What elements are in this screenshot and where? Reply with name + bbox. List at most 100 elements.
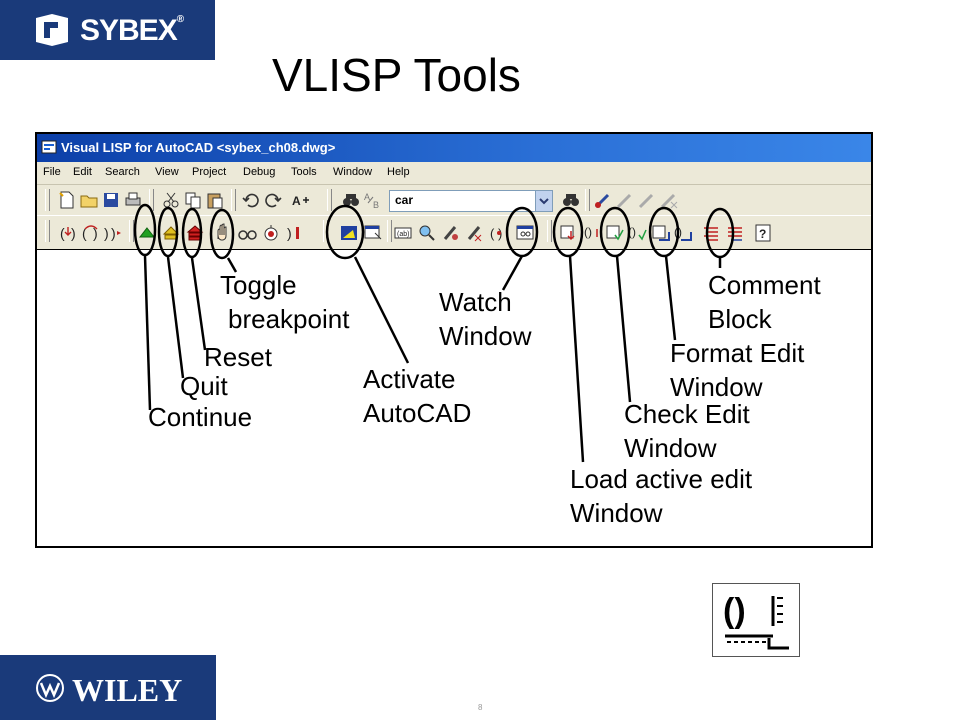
activate-autocad-icon[interactable]: [339, 223, 359, 243]
reset-label: Reset: [204, 342, 272, 372]
toolbar-grip[interactable]: [149, 189, 154, 211]
check-edit-window-icon[interactable]: [605, 223, 625, 243]
menu-debug[interactable]: Debug: [243, 166, 276, 178]
symbol-service-icon[interactable]: [465, 223, 485, 243]
replace-icon[interactable]: AB: [363, 190, 383, 210]
menu-project[interactable]: Project: [192, 166, 227, 178]
search-combo[interactable]: car: [389, 190, 553, 212]
paste-icon[interactable]: [205, 190, 225, 210]
menu-help[interactable]: Help: [387, 166, 410, 178]
toolbar-grip[interactable]: [45, 189, 50, 211]
check-selection-icon[interactable]: (): [627, 223, 647, 243]
window-titlebar: Visual LISP for AutoCAD <sybex_ch08.dwg>: [37, 134, 871, 162]
toolbar-grip[interactable]: [327, 189, 332, 211]
toggle-bookmark-icon[interactable]: [593, 190, 613, 210]
step-out-icon[interactable]: )): [103, 223, 123, 243]
last-break-icon[interactable]: [261, 223, 281, 243]
svg-text:(: (: [60, 225, 65, 241]
debug-toolbar: () () )) ) (ab) ( ) () () () ?: [37, 216, 871, 250]
activate-autocad-label: Activate AutoCAD: [363, 362, 471, 430]
search-combo-value: car: [395, 193, 414, 207]
menu-file[interactable]: File: [43, 166, 61, 178]
load-active-edit-window-icon[interactable]: [559, 223, 579, 243]
menu-search[interactable]: Search: [105, 166, 140, 178]
sybex-header-logo: SYBEX®: [0, 0, 215, 60]
svg-text:): ): [71, 225, 76, 241]
wiley-wordmark: WILEY: [72, 672, 183, 708]
new-file-icon[interactable]: [57, 190, 77, 210]
step-into-icon[interactable]: (): [59, 223, 79, 243]
svg-text:( ): ( ): [490, 226, 502, 241]
continue-icon[interactable]: [137, 223, 157, 243]
menu-window[interactable]: Window: [333, 166, 373, 178]
wiley-footer-logo: WILEY: [0, 655, 216, 720]
add-watch-icon[interactable]: [237, 223, 257, 243]
wiley-emblem-icon: [36, 674, 64, 702]
toolbar-grip[interactable]: [231, 189, 236, 211]
toggle-breakpoint-icon[interactable]: [213, 223, 233, 243]
load-text-icon[interactable]: (ab): [393, 223, 413, 243]
activate-autocad-label-line2: AutoCAD: [363, 398, 472, 428]
check-edit-window-label-line1: Check Edit: [624, 399, 750, 429]
clear-bookmarks-icon[interactable]: [659, 190, 679, 210]
activate-autocad-label-line1: Activate: [363, 364, 456, 394]
copy-icon[interactable]: [183, 190, 203, 210]
svg-text:A: A: [364, 192, 370, 202]
menu-tools[interactable]: Tools: [291, 166, 317, 178]
complete-word-icon[interactable]: A: [291, 190, 311, 210]
svg-text:): ): [104, 225, 109, 241]
slide-title: VLISP Tools: [272, 49, 521, 101]
watch-window-label-line1: Watch: [439, 287, 512, 317]
chevron-down-icon: [539, 198, 549, 205]
svg-text:(): (): [723, 592, 746, 630]
quit-icon[interactable]: [161, 223, 181, 243]
find-icon[interactable]: [341, 190, 361, 210]
check-edit-window-label-line2: Window: [624, 433, 717, 463]
save-icon[interactable]: [101, 190, 121, 210]
window-title: Visual LISP for AutoCAD <sybex_ch08.dwg>: [61, 140, 336, 155]
toolbar-grip[interactable]: [323, 220, 328, 242]
find-toolbar-string-icon[interactable]: [561, 190, 581, 210]
undo-icon[interactable]: [241, 190, 261, 210]
menu-bar: File Edit Search View Project Debug Tool…: [37, 162, 871, 185]
uncomment-block-icon[interactable]: [725, 223, 745, 243]
comment-block-icon[interactable]: [701, 223, 721, 243]
watch-window-icon[interactable]: [515, 223, 535, 243]
reset-icon[interactable]: [185, 223, 205, 243]
redo-icon[interactable]: [263, 190, 283, 210]
menu-view[interactable]: View: [155, 166, 179, 178]
toolbar-grip[interactable]: [547, 220, 552, 242]
load-active-edit-window-label-line1: Load active edit: [570, 464, 753, 494]
format-selection-icon[interactable]: (): [673, 223, 693, 243]
format-edit-window-icon[interactable]: [651, 223, 671, 243]
search-combo-dropdown-button[interactable]: [535, 191, 552, 211]
toolbar-grip[interactable]: [387, 220, 392, 242]
menu-edit[interactable]: Edit: [73, 166, 92, 178]
step-over-icon[interactable]: (): [81, 223, 101, 243]
svg-text:): ): [93, 225, 98, 241]
toolbar-grip[interactable]: [129, 220, 134, 242]
inspect-symbol-icon[interactable]: [441, 223, 461, 243]
sybex-wordmark: SYBEX®: [80, 14, 184, 47]
load-selection-icon[interactable]: (): [583, 223, 603, 243]
parentheses-match-icon[interactable]: ( ): [489, 223, 509, 243]
toolbar-grip[interactable]: [585, 189, 590, 211]
previous-bookmark-icon[interactable]: [637, 190, 657, 210]
visual-lisp-app-icon: [41, 140, 57, 154]
open-file-icon[interactable]: [79, 190, 99, 210]
format-selection-icon: (): [723, 592, 789, 650]
toolbar-grip[interactable]: [45, 220, 50, 242]
cut-icon[interactable]: [161, 190, 181, 210]
apropos-icon[interactable]: [417, 223, 437, 243]
select-window-icon[interactable]: [363, 223, 383, 243]
print-icon[interactable]: [123, 190, 143, 210]
toggle-breakpoint-label-line1: Toggle: [220, 270, 297, 300]
help-icon[interactable]: ?: [753, 223, 773, 243]
inspect-icon[interactable]: ): [285, 223, 305, 243]
svg-text:(: (: [82, 225, 87, 241]
sybex-emblem-icon: [36, 14, 68, 46]
check-edit-window-label: Check Edit Window: [624, 397, 750, 465]
format-edit-window-label: Format Edit Window: [670, 336, 804, 404]
next-bookmark-icon[interactable]: [615, 190, 635, 210]
